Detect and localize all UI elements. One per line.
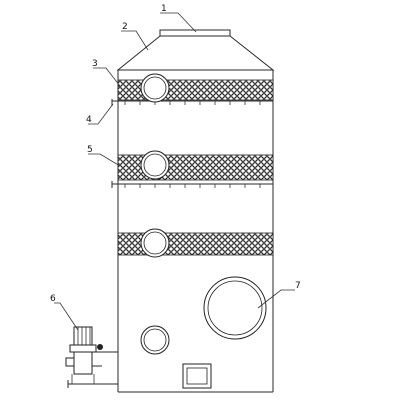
spray-header-middle <box>111 181 273 188</box>
manhole-top <box>140 73 170 103</box>
callout-7: 7 <box>295 281 301 291</box>
lower-inspection-port <box>140 325 170 355</box>
pump-motor-icon <box>65 326 118 388</box>
tower-shell <box>117 69 274 393</box>
conical-top <box>116 35 275 71</box>
callout-3: 3 <box>92 59 98 69</box>
callout-6: 6 <box>50 294 56 304</box>
manhole-middle <box>140 150 170 180</box>
callout-5: 5 <box>87 145 93 155</box>
manhole-bottom <box>140 228 170 258</box>
top-outlet <box>159 29 231 37</box>
leader-lines <box>54 12 295 331</box>
access-door <box>182 363 212 389</box>
callout-4: 4 <box>86 115 92 125</box>
callout-2: 2 <box>122 22 128 32</box>
inlet-duct-opening <box>203 276 267 340</box>
callout-1: 1 <box>161 4 167 14</box>
